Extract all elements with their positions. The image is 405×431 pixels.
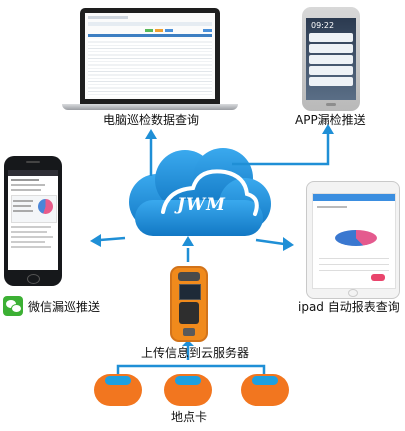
location-tag [164, 374, 212, 406]
wechat-label: 微信漏巡推送 [28, 300, 101, 314]
location-tag [241, 374, 289, 406]
location-tag [94, 374, 142, 406]
arrow-to-wechat [99, 236, 126, 242]
arrow-to-ipad [255, 238, 285, 246]
ipad-label: ipad 自动报表查询 [298, 300, 400, 314]
ipad-screen [312, 193, 396, 289]
iphone [4, 156, 62, 286]
data-table [88, 39, 212, 97]
laptop-screen [80, 8, 220, 104]
ipad [306, 181, 400, 299]
phone-time: 09:22 [311, 21, 335, 30]
tag-connector [116, 364, 266, 377]
arrow-to-app [232, 133, 330, 166]
device-screen [179, 284, 201, 300]
ipad-pie-chart [335, 230, 377, 246]
cloud-logo: JWM [177, 195, 226, 215]
patrol-device [170, 266, 208, 342]
cloud-icon [129, 148, 271, 236]
iphone-screen [8, 170, 58, 270]
laptop-device [62, 8, 238, 112]
tags-label: 地点卡 [171, 410, 208, 424]
android-screen: 09:22 [306, 18, 356, 100]
laptop-screen-content [85, 13, 215, 99]
wechat-pie-chart [38, 199, 53, 214]
upload-label: 上传信息到云服务器 [141, 346, 250, 360]
laptop-label: 电脑巡检数据查询 [103, 113, 200, 127]
app-label: APP漏检推送 [295, 113, 366, 127]
laptop-base [62, 104, 238, 110]
wechat-icon [3, 296, 23, 316]
android-phone: 09:22 [302, 7, 360, 111]
